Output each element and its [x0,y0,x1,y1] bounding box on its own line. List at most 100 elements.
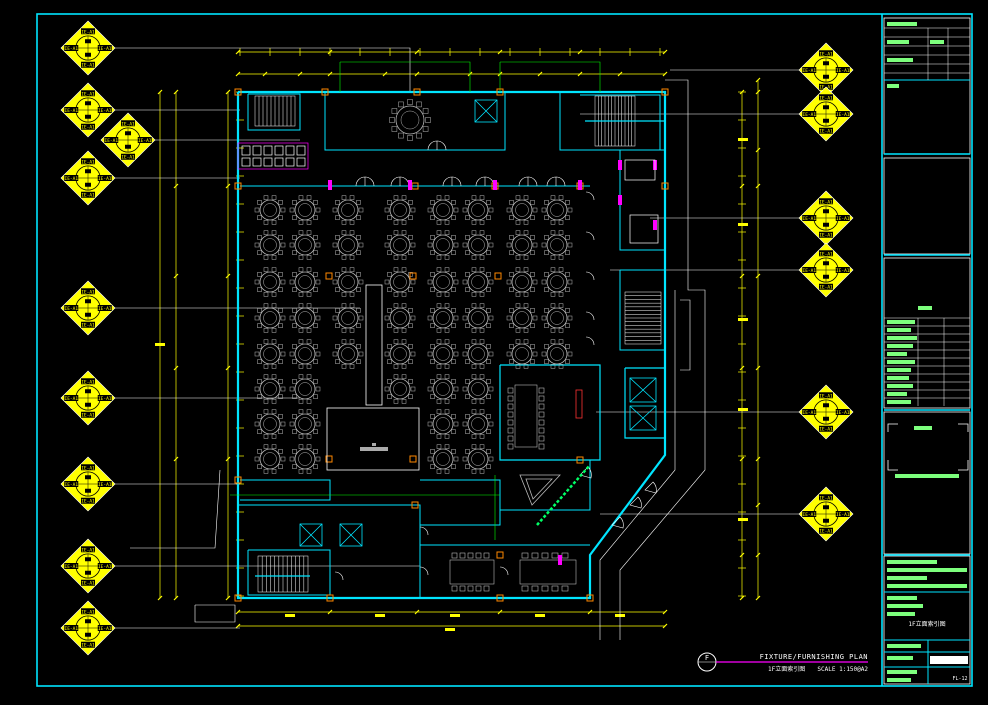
index-tag-label: IE-A1 [819,427,833,433]
banquet-table [541,195,573,225]
toilets [237,142,659,565]
banquet-table [462,409,494,439]
title-block: 1F立面索引图 FL-12 [883,17,971,685]
index-tag-label: IE-A1 [819,495,833,501]
drawing-title-text: FIXTURE/FURNISHING PLAN [760,653,868,661]
index-tag-label: IE-A1 [138,138,152,144]
banquet-table [332,303,364,333]
index-tag-label: IE-A1 [836,68,850,74]
index-tag-label: IE-A1 [819,233,833,239]
banquet-table [462,444,494,474]
index-tag-label: IE-A1 [81,465,95,471]
banquet-table [289,339,321,369]
banquet-table [254,230,286,260]
banquet-table [462,303,494,333]
banquet-table [332,339,364,369]
banquet-table [427,195,459,225]
index-tag-label: IE-A1 [81,547,95,553]
index-tag-label: IE-A1 [802,216,816,222]
index-tag-label: IE-A1 [819,129,833,135]
sheet-name: 1F立面索引图 [908,620,945,628]
drawing-title: F FIXTURE/FURNISHING PLAN 1F立面索引图 SCALE … [697,652,868,673]
index-tag-label: IE-A1 [81,289,95,295]
index-tag-label: IE-A1 [64,46,78,52]
index-tag-label: IE-A1 [64,176,78,182]
banquet-table [384,303,416,333]
banquet-table [506,339,538,369]
index-tag-label: IE-A1 [81,379,95,385]
index-tag-label: IE-A1 [81,91,95,97]
banquet-table [427,409,459,439]
index-tag-label: IE-A1 [81,323,95,329]
banquet-table [541,267,573,297]
banquet-table [384,267,416,297]
sheet-number: FL-12 [952,676,967,682]
banquet-table [254,444,286,474]
banquet-table [506,303,538,333]
leader-lines [115,47,800,629]
banquet-table [289,303,321,333]
banquet-table [384,374,416,404]
elevators [299,99,657,547]
banquet-tables [254,99,573,474]
index-tag-label: IE-A1 [64,396,78,402]
index-tag-label: IE-A1 [836,512,850,518]
index-tag-label: IE-A1 [819,51,833,57]
banquet-table [254,195,286,225]
index-tag-label: IE-A1 [81,413,95,419]
banquet-table [384,195,416,225]
banquet-table [254,339,286,369]
dimension-lines [155,48,761,631]
banquet-table [427,303,459,333]
banquet-table [384,339,416,369]
index-tag-label: IE-A1 [98,108,112,114]
index-tag-label: IE-A1 [98,176,112,182]
banquet-table [427,339,459,369]
index-tag-label: IE-A1 [802,268,816,274]
index-tag-label: IE-A1 [81,609,95,615]
index-tag-label: IE-A1 [836,216,850,222]
index-tag-label: IE-A1 [64,306,78,312]
index-tag-label: IE-A1 [819,95,833,101]
banquet-table [289,195,321,225]
banquet-table [541,303,573,333]
banquet-table [541,230,573,260]
index-tag-label: IE-A1 [64,564,78,570]
banquet-table [427,267,459,297]
index-tag-label: IE-A1 [81,125,95,131]
banquet-table [462,339,494,369]
index-tag-label: IE-A1 [836,410,850,416]
stairs [254,95,665,593]
doors [334,140,657,581]
index-tags: IE-A1IE-A1IE-A1IE-A1IE-A1IE-A1IE-A1IE-A1… [60,20,854,656]
index-tag-label: IE-A1 [836,268,850,274]
drawing-symbol-letter: F [705,654,709,662]
drawing-scale: SCALE 1:150@A2 [817,666,868,673]
banquet-table [506,195,538,225]
banquet-table [254,303,286,333]
banquet-table [462,230,494,260]
index-tag-label: IE-A1 [819,251,833,257]
banquet-table [254,374,286,404]
banquet-table [506,230,538,260]
banquet-table [462,267,494,297]
drawing-subtitle: 1F立面索引图 [768,665,805,673]
banquet-table [506,267,538,297]
index-tag-label: IE-A1 [836,112,850,118]
banquet-table [254,409,286,439]
index-tag-label: IE-A1 [98,564,112,570]
banquet-table [332,267,364,297]
banquet-table [427,444,459,474]
banquet-table [289,444,321,474]
index-tag-label: IE-A1 [98,396,112,402]
